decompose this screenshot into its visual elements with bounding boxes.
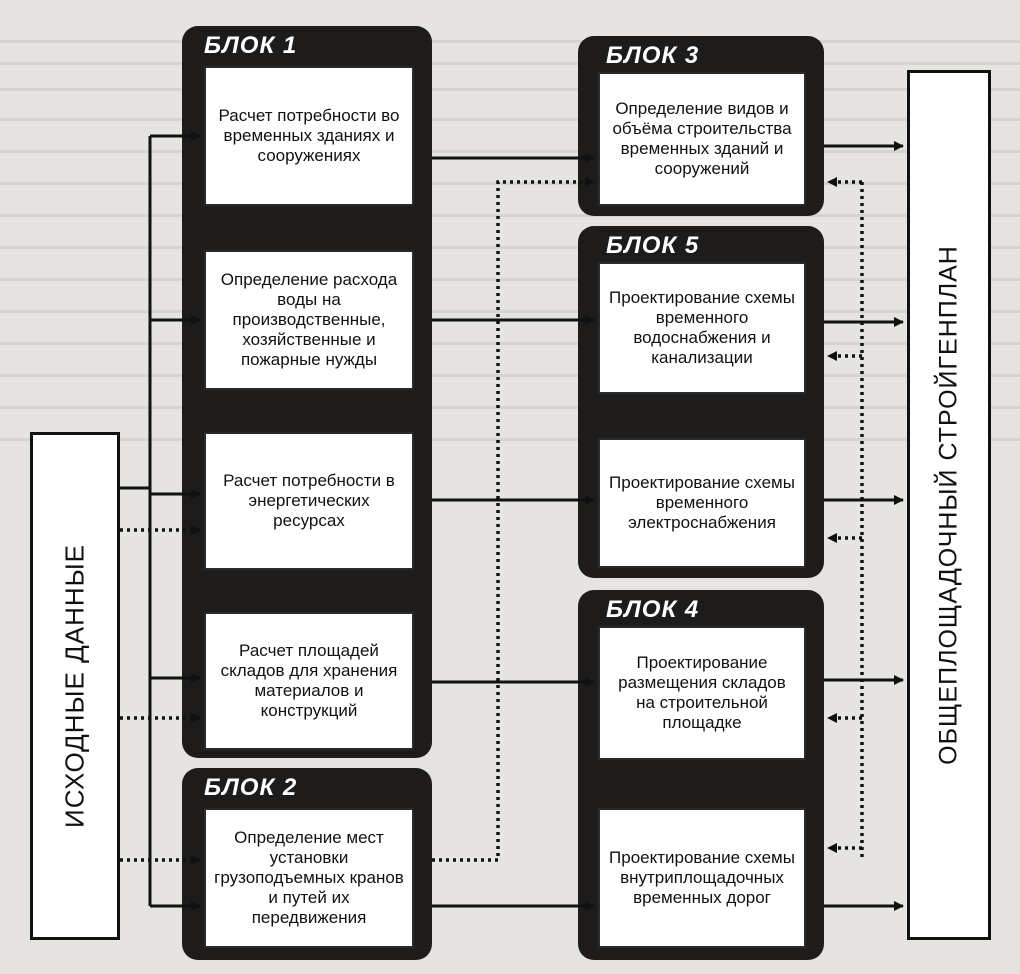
block-5-title: БЛОК 5 [606, 232, 700, 259]
source-data-panel: ИСХОДНЫЕ ДАННЫЕ [30, 432, 120, 940]
block-1-item-warehouse-areas: Расчет площадей складов для хранения мат… [204, 612, 414, 750]
block-5-item-water-supply: Проектирование схемы временного водоснаб… [598, 262, 806, 394]
block-3-item-temp-construction: Определение видов и объёма строительства… [598, 72, 806, 206]
block-2-title: БЛОК 2 [204, 774, 298, 801]
block-3-title: БЛОК 3 [606, 42, 700, 69]
block-2-item-crane-placement: Определение мест установки грузоподъемны… [204, 808, 414, 948]
block-4-item-warehouse-placement: Проектирование размещения складов на стр… [598, 626, 806, 760]
site-plan-panel: ОБЩЕПЛОЩАДОЧНЫЙ СТРОЙГЕНПЛАН [907, 70, 991, 940]
block-4-item-site-roads: Проектирование схемы внутриплощадочных в… [598, 808, 806, 948]
block-5-item-power-supply: Проектирование схемы временного электрос… [598, 438, 806, 568]
block-1-item-temp-buildings: Расчет потребности во временных зданиях … [204, 66, 414, 206]
block-1-item-energy-resources: Расчет потребности в энергетических ресу… [204, 432, 414, 570]
block-1-item-water-consumption: Определение расхода воды на производстве… [204, 250, 414, 390]
block-4-title: БЛОК 4 [606, 596, 700, 623]
block-1-title: БЛОК 1 [204, 32, 298, 59]
